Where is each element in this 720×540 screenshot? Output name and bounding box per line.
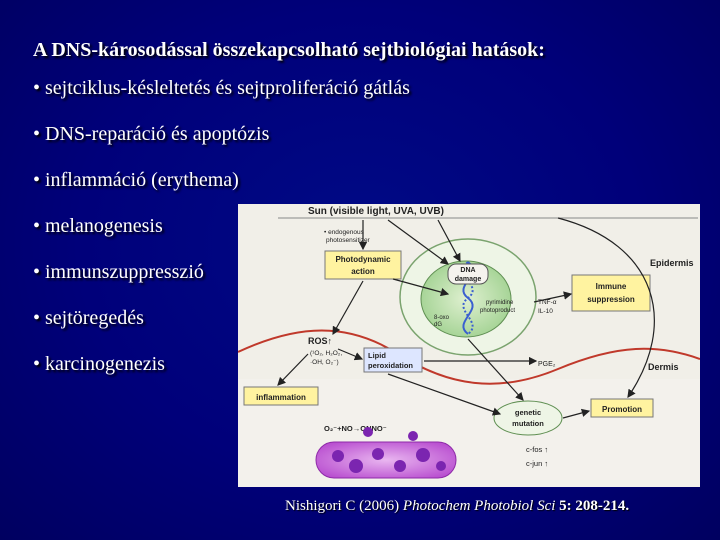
bullet-item: • sejtöregedés [33,307,144,329]
photodynamic-label: Photodynamic [335,255,391,264]
ros-label: ROS↑ [308,336,332,346]
citation-journal: Photochem Photobiol Sci [402,498,556,514]
photodynamic-action-box [324,250,402,280]
ros-species-label: (¹O₂, H₂O₂, [310,350,342,357]
bullet-item: • karcinogenezis [33,353,165,375]
promotion-box [590,398,654,418]
nucleus-shape [420,260,512,338]
bullet-item: • sejtciklus-késleltetés és sejtprolifer… [33,77,410,99]
bullet-item: • melanogenesis [33,215,163,237]
bullet-item: • immunszuppresszió [33,261,204,283]
basement-membrane-line [238,329,700,385]
il10-label: IL-10 [538,308,553,315]
cjun-label: c-jun ↑ [526,459,548,468]
inflammation-box [243,386,319,406]
uv-damage-diagram: Sun (visible light, UVA, UVB) • endogeno… [238,204,700,487]
dna-damage-bubble [447,263,489,285]
mutation-label: mutation [512,419,544,428]
pge2-label: PGE₂ [538,361,556,368]
dermis-label: Dermis [648,362,679,372]
inflammation-label: inflammation [256,393,306,402]
slide-title: A DNS-károsodással összekapcsolható sejt… [33,39,545,61]
genetic-mutation-bubble [493,400,563,436]
cell-particle [372,448,384,460]
cell-particle [394,460,406,472]
bullet-list: • sejtciklus-késleltetés és sejtprolifer… [33,78,410,400]
diagram-arrows [277,217,655,419]
cell-particle [363,427,373,437]
sun-label: Sun (visible light, UVA, UVB) [308,206,444,217]
bullet-item: • inflammáció (erythema) [33,169,239,191]
photodynamic-action-label: action [351,267,375,276]
epidermis-label: Epidermis [650,258,694,268]
cell-particle [332,450,344,462]
suppression-label: suppression [587,295,635,304]
genetic-label: genetic [515,408,541,417]
endogenous-label: • endogenous [324,229,365,236]
citation-authors: Nishigori C (2006) [285,498,403,514]
peroxidation-label: peroxidation [368,361,413,370]
cell-particle [349,459,363,473]
immune-label: Immune [596,282,627,291]
diagram-svg: Sun (visible light, UVA, UVB) • endogeno… [238,204,700,479]
photoproduct-label: photoproduct [480,308,515,314]
lipid-peroxidation-box [363,347,423,373]
immune-suppression-box [571,274,651,312]
cell-particle [416,448,430,462]
dg-label: dG [434,322,442,328]
bullet-item: • DNS-reparáció és apoptózis [33,123,270,145]
tnf-label: TNF-α [538,299,557,306]
promotion-label: Promotion [602,405,642,414]
cell-particle [436,461,446,471]
lipid-label: Lipid [368,351,386,360]
citation-volume-pages: 5: 208-214. [555,498,630,514]
damage-label: damage [455,276,482,283]
dna-label: DNA [460,267,475,274]
cfos-label: c-fos ↑ [526,445,548,454]
oxo-label: 8-oxo [434,315,450,321]
cell-particle [408,431,418,441]
photosensitizer-label: photosensitizer [326,237,371,244]
ros-species-label: ·OH, O₂⁻) [310,359,339,366]
citation: Nishigori C (2006) Photochem Photobiol S… [285,498,629,515]
pyrimidine-label: pyrimidine [486,300,514,306]
onoo-label: O₂⁻+NO→ONNO⁻ [324,424,387,433]
